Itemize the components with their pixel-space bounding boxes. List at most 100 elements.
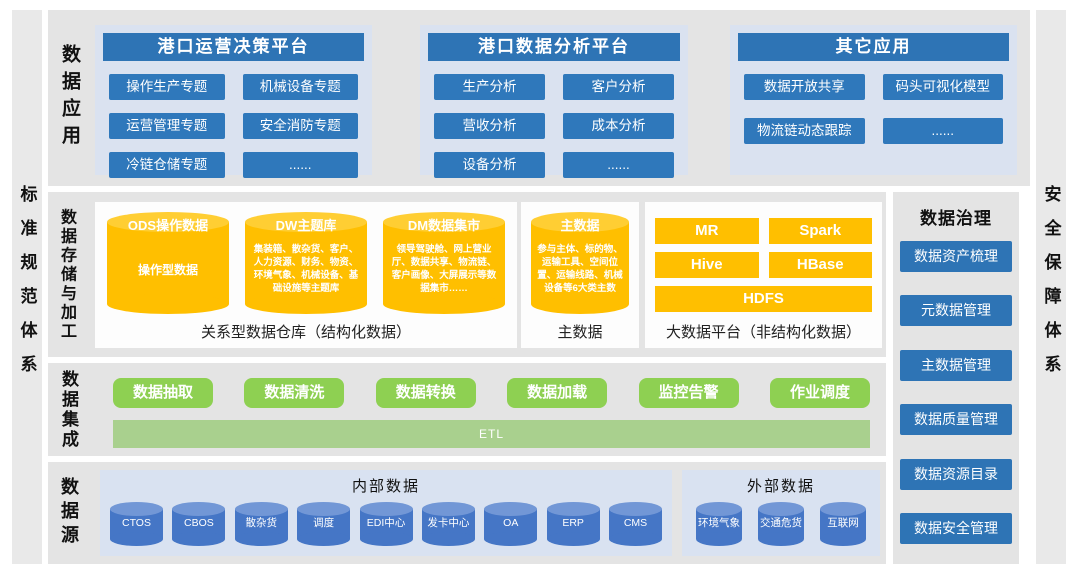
hbase-box: HBase	[768, 252, 872, 278]
relational-warehouse-panel: ODS操作数据 操作型数据 DW主题库 集装箱、散杂货、客户、人力资源、财务、物…	[95, 202, 517, 348]
bigdata-platform-panel: MR Spark Hive HBase HDFS 大数据平台（非结构化数据）	[645, 202, 882, 348]
other-app: 物流链动态跟踪	[744, 118, 865, 144]
data-governance-items: 数据资产梳理 元数据管理 主数据管理 数据质量管理 数据资源目录 数据安全管理	[893, 229, 1019, 564]
bigdata-platform-caption: 大数据平台（非结构化数据）	[665, 324, 861, 341]
data-integration-label: 数据集成	[59, 369, 78, 450]
source-cylinder-label: 互联网	[827, 517, 859, 530]
master-data-cylinder-row: 主数据 参与主体、标的物、运输工具、空间位置、运输线路、机械设备等6大类主数	[521, 202, 639, 314]
other-app-more: ......	[882, 118, 1003, 144]
source-cylinder-card-center: 发卡中心	[421, 502, 475, 546]
data-storage-band: 数据存储与加工 ODS操作数据 操作型数据 DW主题库 集装箱、散杂货、客户、人…	[48, 192, 886, 357]
dw-cylinder: DW主题库 集装箱、散杂货、客户、人力资源、财务、物资、环境气象、机械设备、基础…	[245, 212, 367, 314]
governance-item: 数据资源目录	[900, 458, 1012, 490]
warehouse-cylinders: ODS操作数据 操作型数据 DW主题库 集装箱、散杂货、客户、人力资源、财务、物…	[95, 202, 517, 314]
internal-data-title: 内部数据	[351, 478, 420, 495]
app-topic: 冷链仓储专题	[109, 152, 225, 178]
governance-item: 数据资产梳理	[900, 241, 1012, 272]
standards-pillar: 标准规范体系	[12, 10, 42, 564]
external-data-panel: 外部数据 环境气象 交通危货 互联网	[682, 470, 880, 556]
source-cylinder-label: EDI中心	[366, 517, 406, 530]
security-pillar-label: 安全保障体系	[1041, 185, 1061, 389]
app-topic: 操作生产专题	[109, 74, 225, 100]
app-topic: 运营管理专题	[109, 113, 225, 139]
dm-cylinder-title: DM数据集市	[407, 218, 481, 233]
master-data-cylinder-title: 主数据	[560, 218, 600, 233]
dm-cylinder-body: 领导驾驶舱、网上营业厅、数据共享、物流链、客户画像、大屏展示等数据集市……	[391, 244, 497, 294]
governance-item: 主数据管理	[900, 349, 1012, 381]
dm-cylinder: DM数据集市 领导驾驶舱、网上营业厅、数据共享、物流链、客户画像、大屏展示等数据…	[383, 212, 505, 314]
other-app: 码头可视化模型	[882, 74, 1003, 100]
source-cylinder-label: ERP	[562, 517, 584, 530]
source-cylinder-oa: OA	[484, 502, 538, 546]
analysis-topic: 营收分析	[434, 113, 545, 139]
source-cylinder-label: OA	[503, 517, 519, 530]
source-cylinder-label: CBOS	[183, 517, 214, 530]
ods-cylinder-title: ODS操作数据	[127, 218, 209, 233]
hive-box: Hive	[655, 252, 759, 278]
data-sources-label: 数据源	[59, 477, 79, 549]
internal-data-cylinders: CTOS CBOS 散杂货 调度 EDI中心 发卡中心 OA ERP CMS	[100, 496, 672, 546]
data-storage-label: 数据存储与加工	[58, 208, 75, 341]
platform-data-analysis: 港口数据分析平台 生产分析 客户分析 营收分析 成本分析 设备分析 ......	[420, 25, 688, 178]
etl-step: 作业调度	[769, 378, 870, 408]
governance-item: 数据质量管理	[900, 404, 1012, 436]
platform-other-apps-title: 其它应用	[738, 33, 1009, 61]
source-cylinder-label: 调度	[313, 517, 335, 530]
ods-cylinder: ODS操作数据 操作型数据	[107, 212, 229, 314]
master-data-cylinder: 主数据 参与主体、标的物、运输工具、空间位置、运输线路、机械设备等6大类主数	[531, 212, 629, 314]
data-application-band: 数据应用 港口运营决策平台 操作生产专题 机械设备专题 运营管理专题 安全消防专…	[48, 10, 1030, 186]
analysis-topic: 生产分析	[434, 74, 545, 100]
data-sources-band: 数据源 内部数据 CTOS CBOS 散杂货 调度 EDI中心 发卡中心 OA …	[48, 462, 886, 564]
governance-item: 元数据管理	[900, 295, 1012, 327]
source-cylinder-ctos: CTOS	[110, 502, 163, 546]
master-data-panel: 主数据 参与主体、标的物、运输工具、空间位置、运输线路、机械设备等6大类主数 主…	[521, 202, 639, 348]
bigdata-boxes: MR Spark Hive HBase HDFS	[645, 202, 882, 312]
source-cylinder-cms: CMS	[609, 502, 662, 546]
external-data-cylinders: 环境气象 交通危货 互联网	[682, 496, 880, 546]
etl-step: 数据加载	[507, 378, 608, 408]
source-cylinder-edi-center: EDI中心	[359, 502, 413, 546]
analysis-topic: 客户分析	[563, 74, 674, 100]
etl-step: 监控告警	[638, 378, 739, 408]
platform-data-analysis-title: 港口数据分析平台	[428, 33, 680, 61]
relational-warehouse-caption: 关系型数据仓库（结构化数据）	[200, 324, 411, 341]
platform-operation-decision-items: 操作生产专题 机械设备专题 运营管理专题 安全消防专题 冷链仓储专题 .....…	[95, 61, 372, 178]
platform-operation-decision-title: 港口运营决策平台	[103, 33, 364, 61]
data-application-label: 数据应用	[59, 44, 80, 152]
source-cylinder-label: CMS	[623, 517, 648, 530]
master-data-caption: 主数据	[557, 324, 603, 341]
mr-box: MR	[655, 218, 759, 244]
dw-cylinder-body: 集装箱、散杂货、客户、人力资源、财务、物资、环境气象、机械设备、基础设施等主题库	[253, 244, 359, 294]
source-cylinder-label: 发卡中心	[427, 517, 470, 530]
source-cylinder-label: CTOS	[122, 517, 151, 530]
etl-step: 数据抽取	[113, 378, 213, 408]
etl-steps: 数据抽取 数据清洗 数据转换 数据加载 监控告警 作业调度	[113, 378, 870, 408]
analysis-topic: 成本分析	[563, 113, 674, 139]
app-topic-more: ......	[242, 152, 358, 178]
source-cylinder-bulk-cargo: 散杂货	[234, 502, 288, 546]
etl-bar: ETL	[113, 420, 870, 448]
source-cylinder-traffic: 交通危货	[758, 502, 804, 546]
etl-step: 数据清洗	[244, 378, 345, 408]
security-pillar: 安全保障体系	[1036, 10, 1066, 564]
internal-data-panel: 内部数据 CTOS CBOS 散杂货 调度 EDI中心 发卡中心 OA ERP …	[100, 470, 672, 556]
source-cylinder-erp: ERP	[546, 502, 600, 546]
hdfs-box: HDFS	[655, 286, 872, 312]
platform-operation-decision: 港口运营决策平台 操作生产专题 机械设备专题 运营管理专题 安全消防专题 冷链仓…	[95, 25, 372, 178]
source-cylinder-dispatch: 调度	[297, 502, 351, 546]
dw-cylinder-title: DW主题库	[275, 218, 337, 233]
spark-box: Spark	[768, 218, 872, 244]
other-app: 数据开放共享	[744, 74, 865, 100]
platform-data-analysis-items: 生产分析 客户分析 营收分析 成本分析 设备分析 ......	[420, 61, 688, 178]
standards-pillar-label: 标准规范体系	[17, 185, 37, 389]
governance-item: 数据安全管理	[900, 512, 1012, 544]
source-cylinder-label: 交通危货	[760, 517, 802, 530]
analysis-topic: 设备分析	[434, 152, 545, 178]
etl-step: 数据转换	[375, 378, 476, 408]
source-cylinder-label: 环境气象	[698, 517, 740, 530]
data-governance-title: 数据治理	[920, 209, 992, 228]
ods-cylinder-body: 操作型数据	[137, 262, 198, 277]
external-data-title: 外部数据	[746, 478, 815, 495]
platform-other-apps: 其它应用 数据开放共享 码头可视化模型 物流链动态跟踪 ......	[730, 25, 1017, 175]
source-cylinder-label: 散杂货	[245, 517, 278, 530]
